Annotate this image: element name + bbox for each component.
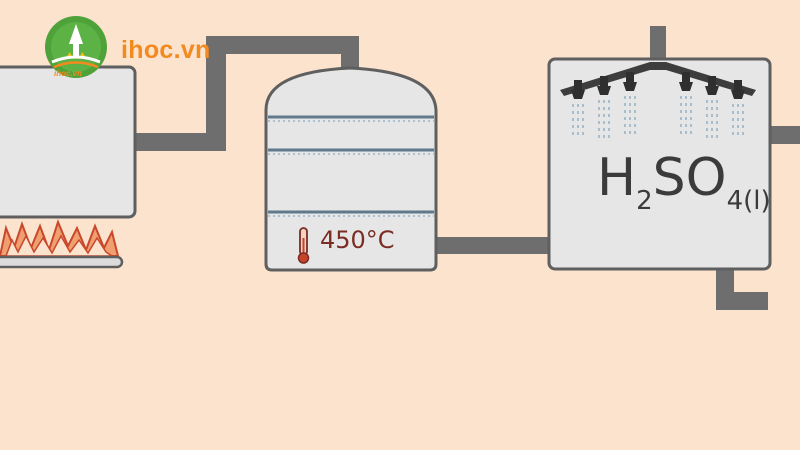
flame-icon [0,219,120,257]
formula-subscript-4: 4 [726,186,744,216]
logo-small-text: ihoc.vn [54,69,83,78]
formula-element-so: SO [652,148,727,208]
absorber-formula: H2SO4(l) [597,152,771,214]
logo-brand-text[interactable]: ihoc.vn [121,36,211,64]
spray-manifold [560,62,756,96]
formula-element-h: H [597,148,637,208]
formula-subscript-2: 2 [636,186,653,216]
spray-droplets [572,96,744,138]
catalyst-layers [268,115,434,214]
pipe-absorber-outlet-right [768,126,800,144]
pipe-furnace-to-reactor [134,36,359,151]
reactor-temperature-label: 450°C [320,226,395,254]
furnace-vessel [0,65,137,219]
thermometer-icon [297,227,310,264]
logo-icon [45,16,107,78]
absorber-vessel [547,57,772,271]
formula-phase: (l) [743,186,771,216]
pipe-absorber-drain [716,268,768,310]
spray-nozzle-icon [571,72,745,99]
pipe-reactor-to-absorber [436,237,552,254]
pipe-absorber-top-inlet [650,26,666,64]
burner-plate [0,255,124,269]
